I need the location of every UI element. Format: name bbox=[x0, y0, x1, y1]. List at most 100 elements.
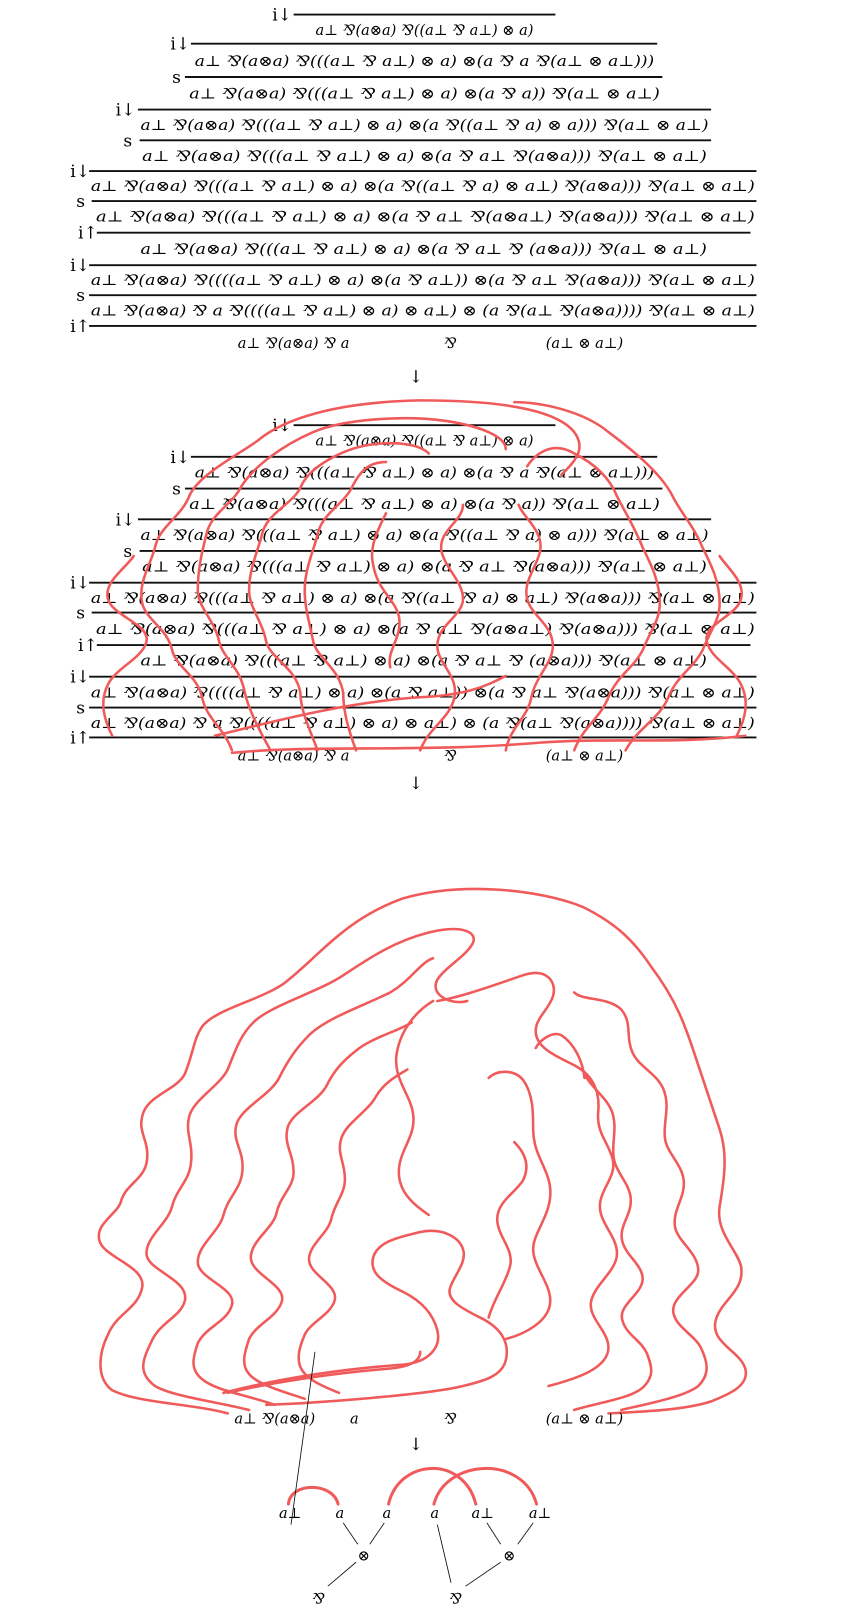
rule-label-11: i↑ bbox=[70, 317, 90, 337]
rule-label-7: s bbox=[76, 604, 85, 624]
flow-path bbox=[101, 554, 148, 738]
flow-path bbox=[487, 1070, 552, 1341]
flow-path bbox=[222, 1229, 509, 1407]
flow-path bbox=[97, 887, 748, 1415]
edge bbox=[436, 1524, 452, 1583]
formula-3: a⊥ ⅋(a⊗a) ⅋(((a⊥ ⅋ a⊥) ⊗ a) ⊗(a ⅋ a)) ⅋(… bbox=[189, 86, 660, 102]
flow-graph bbox=[97, 887, 748, 1415]
axiom-link bbox=[387, 1467, 478, 1506]
flow-path bbox=[487, 1140, 528, 1319]
rule-label-9: i↓ bbox=[70, 256, 90, 276]
formula-2: a⊥ ⅋(a⊗a) ⅋(((a⊥ ⅋ a⊥) ⊗ a) ⊗(a ⅋ a ⅋(a⊥… bbox=[195, 465, 655, 481]
conclusion-left: a⊥ ⅋(a⊗a) ⅋ a bbox=[238, 749, 350, 765]
edge bbox=[290, 1351, 316, 1525]
flow-path bbox=[226, 1350, 422, 1395]
formula-9: a⊥ ⅋(a⊗a) ⅋((((a⊥ ⅋ a⊥) ⊗ a) ⊗(a ⅋ a⊥)) … bbox=[91, 685, 755, 701]
atom-a-perp-2: a⊥ bbox=[472, 1506, 494, 1522]
formula-5: a⊥ ⅋(a⊗a) ⅋(((a⊥ ⅋ a⊥) ⊗ a) ⊗(a ⅋ a⊥ ⅋(a… bbox=[142, 149, 707, 165]
atom-a-2: a bbox=[383, 1506, 392, 1522]
derivation-stage-1: i↓ i↓ s i↓ s i↓ s i↑ i↓ s i↑ a⊥ ⅋(a⊗a) ⅋… bbox=[70, 6, 757, 352]
flow-path bbox=[436, 971, 619, 1388]
flow-path bbox=[247, 441, 431, 752]
formula-3: a⊥ ⅋(a⊗a) ⅋(((a⊥ ⅋ a⊥) ⊗ a) ⊗(a ⅋ a)) ⅋(… bbox=[189, 497, 660, 513]
down-arrow-2: ↓ bbox=[409, 774, 423, 794]
rule-label-8: i↑ bbox=[78, 224, 98, 244]
edge bbox=[327, 1561, 357, 1587]
axiom-links bbox=[286, 1466, 539, 1506]
flow-path bbox=[230, 734, 747, 755]
formula-10: a⊥ ⅋(a⊗a) ⅋ a ⅋((((a⊥ ⅋ a⊥) ⊗ a) ⊗ a⊥) ⊗… bbox=[91, 716, 755, 732]
tensor-node-2: ⊗ bbox=[503, 1549, 515, 1565]
flow-path bbox=[705, 554, 747, 738]
conclusion-middle: ⅋ bbox=[444, 749, 457, 765]
flow-path bbox=[192, 956, 435, 1407]
tensor-node-1: ⊗ bbox=[358, 1549, 370, 1565]
formula-6: a⊥ ⅋(a⊗a) ⅋(((a⊥ ⅋ a⊥) ⊗ a) ⊗(a ⅋((a⊥ ⅋ … bbox=[91, 179, 755, 195]
rule-label-7: s bbox=[76, 192, 85, 212]
rule-label-1: i↓ bbox=[272, 6, 292, 26]
formula-4: a⊥ ⅋(a⊗a) ⅋(((a⊥ ⅋ a⊥) ⊗ a) ⊗(a ⅋((a⊥ ⅋ … bbox=[140, 118, 708, 134]
axiom-link bbox=[286, 1485, 340, 1506]
rule-label-6: i↓ bbox=[70, 574, 90, 594]
flow-path bbox=[303, 460, 388, 752]
formula-1: a⊥ ⅋(a⊗a) ⅋((a⊥ ⅋ a⊥) ⊗ a) bbox=[316, 23, 534, 39]
flow-path bbox=[196, 417, 508, 752]
conclusion-right: (a⊥ ⊗ a⊥) bbox=[546, 336, 624, 352]
rule-label-8: i↑ bbox=[78, 636, 98, 656]
derivation-stage-2: i↓ i↓ s i↓ s i↓ s i↑ i↓ s i↑ a⊥ ⅋(a⊗a) ⅋… bbox=[70, 399, 757, 765]
formula-1: a⊥ ⅋(a⊗a) ⅋((a⊥ ⅋ a⊥) ⊗ a) bbox=[316, 434, 534, 450]
atom-a-1: a bbox=[335, 1506, 344, 1522]
flow-path bbox=[370, 512, 401, 669]
formula-6: a⊥ ⅋(a⊗a) ⅋(((a⊥ ⅋ a⊥) ⊗ a) ⊗(a ⅋((a⊥ ⅋ … bbox=[91, 591, 755, 607]
edge bbox=[369, 1522, 385, 1545]
formula-8: a⊥ ⅋(a⊗a) ⅋(((a⊥ ⅋ a⊥) ⊗ a) ⊗(a ⅋ a⊥ ⅋ (… bbox=[140, 654, 707, 670]
flow-path bbox=[504, 503, 555, 752]
flow-path bbox=[418, 503, 465, 752]
rule-label-11: i↑ bbox=[70, 728, 90, 748]
flow-path bbox=[513, 400, 721, 752]
conclusion-left: a⊥ ⅋(a⊗a) ⅋ a bbox=[238, 336, 350, 352]
formula-2: a⊥ ⅋(a⊗a) ⅋(((a⊥ ⅋ a⊥) ⊗ a) ⊗(a ⅋ a ⅋(a⊥… bbox=[195, 54, 655, 70]
edge bbox=[486, 1522, 501, 1545]
flow-overlay bbox=[101, 399, 747, 755]
conclusion-middle: ⅋ bbox=[444, 336, 457, 352]
formula-4: a⊥ ⅋(a⊗a) ⅋(((a⊥ ⅋ a⊥) ⊗ a) ⊗(a ⅋((a⊥ ⅋ … bbox=[140, 528, 708, 544]
flow-label-1: a bbox=[350, 1412, 359, 1428]
down-arrow-1: ↓ bbox=[409, 367, 423, 387]
par-node-2: ⅋ bbox=[449, 1591, 462, 1607]
rule-label-4: i↓ bbox=[116, 101, 136, 121]
formula-8: a⊥ ⅋(a⊗a) ⅋(((a⊥ ⅋ a⊥) ⊗ a) ⊗(a ⅋ a⊥ ⅋ (… bbox=[140, 242, 707, 258]
flow-path bbox=[525, 446, 662, 752]
edge bbox=[342, 1522, 359, 1545]
rule-label-9: i↓ bbox=[70, 668, 90, 688]
conclusion-right: (a⊥ ⊗ a⊥) bbox=[546, 749, 624, 765]
atom-a-perp-3: a⊥ bbox=[529, 1506, 551, 1522]
flow-path bbox=[141, 927, 475, 1412]
rule-label-3: s bbox=[172, 68, 181, 88]
axiom-link bbox=[432, 1466, 539, 1506]
flow-path bbox=[213, 674, 508, 738]
rule-label-5: s bbox=[123, 542, 132, 562]
formula-10: a⊥ ⅋(a⊗a) ⅋ a ⅋((((a⊥ ⅋ a⊥) ⊗ a) ⊗ a⊥) ⊗… bbox=[91, 304, 755, 320]
formula-7: a⊥ ⅋(a⊗a) ⅋(((a⊥ ⅋ a⊥) ⊗ a) ⊗(a ⅋ a⊥ ⅋(a… bbox=[96, 210, 755, 226]
formula-7: a⊥ ⅋(a⊗a) ⅋(((a⊥ ⅋ a⊥) ⊗ a) ⊗(a ⅋ a⊥ ⅋(a… bbox=[96, 622, 755, 638]
proof-net: a⊥ a a a a⊥ a⊥ ⊗ ⊗ ⅋ ⅋ bbox=[279, 1351, 551, 1607]
rule-label-5: s bbox=[123, 131, 132, 151]
flow-path bbox=[242, 1021, 413, 1401]
flow-path bbox=[534, 1032, 586, 1080]
rule-label-4: i↓ bbox=[116, 510, 136, 530]
flow-path bbox=[572, 1072, 653, 1412]
flow-path bbox=[572, 991, 708, 1412]
edge bbox=[517, 1522, 534, 1545]
flow-path bbox=[140, 399, 581, 752]
rule-label-10: s bbox=[76, 699, 85, 719]
flow-path bbox=[394, 999, 435, 1217]
rule-label-10: s bbox=[76, 286, 85, 306]
rule-label-2: i↓ bbox=[170, 35, 190, 55]
atom-a-3: a bbox=[430, 1506, 439, 1522]
flow-path bbox=[297, 1068, 409, 1395]
down-arrow-3: ↓ bbox=[409, 1435, 423, 1455]
flow-label-2: ⅋ bbox=[444, 1412, 457, 1428]
flow-label-3: (a⊥ ⊗ a⊥) bbox=[546, 1412, 624, 1428]
